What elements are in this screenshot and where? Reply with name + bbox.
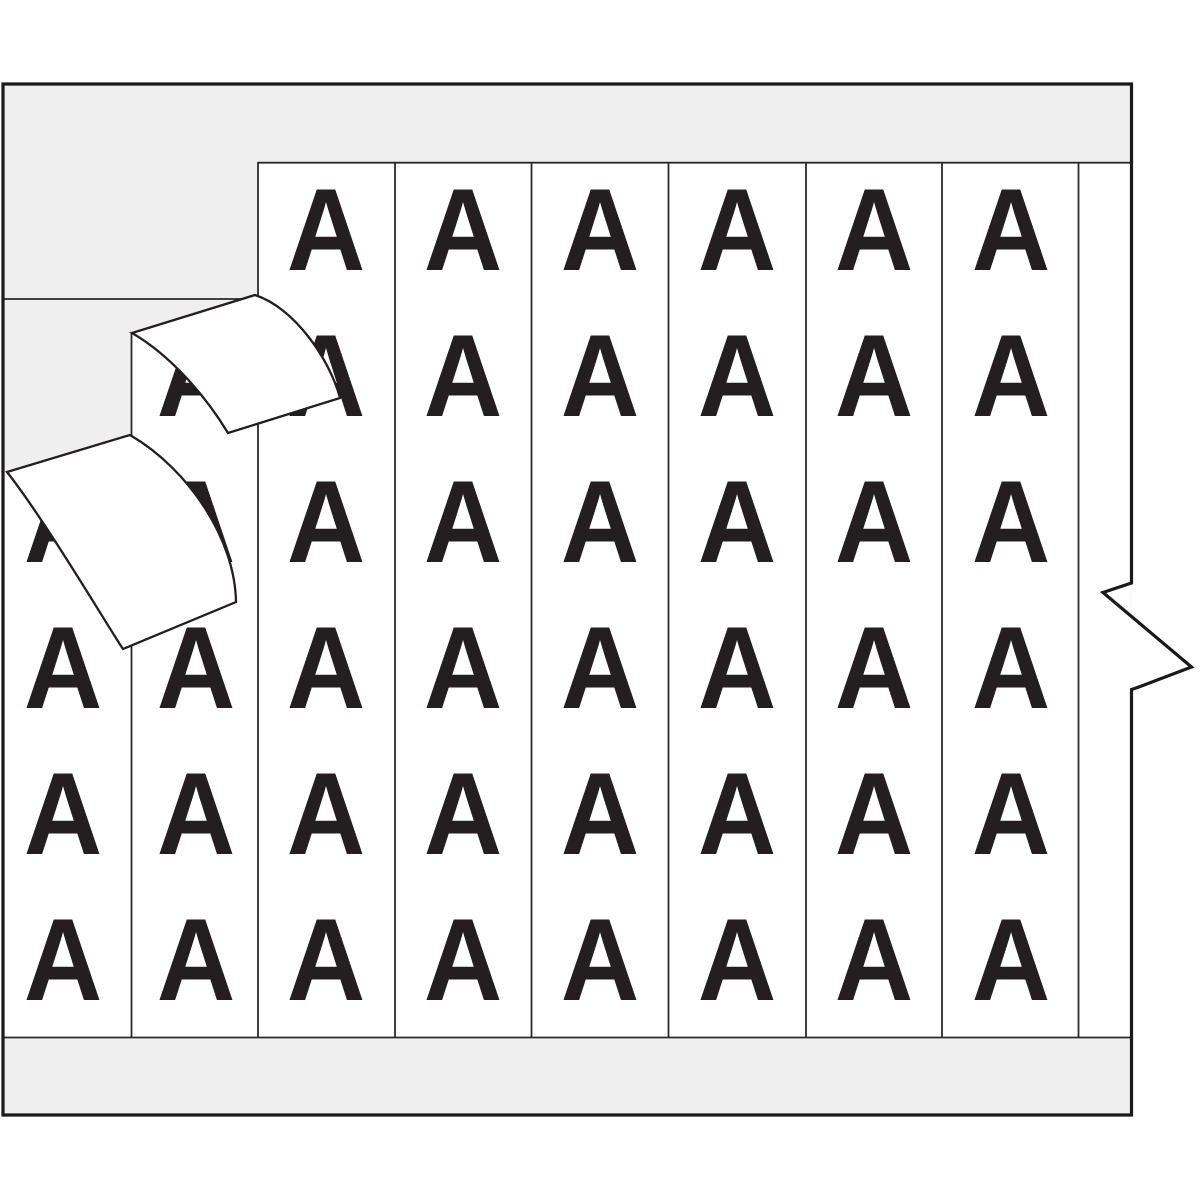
label-letter-c3-r6: A xyxy=(287,894,366,1024)
label-letter-c6-r3: A xyxy=(698,456,777,586)
label-letter-c8-r1: A xyxy=(972,164,1051,294)
label-letter-c7-r5: A xyxy=(835,748,914,878)
label-letter-c3-r1: A xyxy=(287,164,366,294)
label-letter-c4-r5: A xyxy=(424,748,503,878)
letter-grid: AAAAAAAAAAAAAAAAAAAAAAAAAAAAAAAAAAAAAAAA… xyxy=(24,164,1051,1024)
peeling-label-lower xyxy=(5,433,238,651)
label-letter-c4-r4: A xyxy=(424,602,503,732)
label-letter-c4-r1: A xyxy=(424,164,503,294)
label-letter-c5-r1: A xyxy=(561,164,640,294)
label-letter-c8-r5: A xyxy=(972,748,1051,878)
label-letter-c1-r6: A xyxy=(24,894,103,1024)
label-letter-c6-r1: A xyxy=(698,164,777,294)
label-letter-c7-r4: A xyxy=(835,602,914,732)
label-letter-c7-r2: A xyxy=(835,310,914,440)
peeling-label-upper xyxy=(129,293,342,435)
label-letter-c1-r4: A xyxy=(24,602,103,732)
label-letter-c3-r3: A xyxy=(287,456,366,586)
strip-divider-lines xyxy=(130,162,1080,1038)
label-letter-c6-r5: A xyxy=(698,748,777,878)
label-letter-c5-r5: A xyxy=(561,748,640,878)
label-letter-c5-r6: A xyxy=(561,894,640,1024)
label-letter-c5-r3: A xyxy=(561,456,640,586)
label-letter-c4-r2: A xyxy=(424,310,503,440)
label-letter-c3-r5: A xyxy=(287,748,366,878)
label-letter-c4-r3: A xyxy=(424,456,503,586)
label-letter-c7-r6: A xyxy=(835,894,914,1024)
label-letter-c6-r4: A xyxy=(698,602,777,732)
card-border xyxy=(1,82,1195,1117)
label-letter-c8-r2: A xyxy=(972,310,1051,440)
label-letter-c5-r4: A xyxy=(561,602,640,732)
label-letter-c4-r6: A xyxy=(424,894,503,1024)
label-letter-c5-r2: A xyxy=(561,310,640,440)
label-letter-c8-r3: A xyxy=(972,456,1051,586)
peeled-liner-area xyxy=(4,162,258,472)
label-letter-c7-r3: A xyxy=(835,456,914,586)
label-letter-c6-r6: A xyxy=(698,894,777,1024)
label-letter-c2-r6: A xyxy=(157,894,236,1024)
label-letter-c8-r4: A xyxy=(972,602,1051,732)
label-letter-c2-r5: A xyxy=(157,748,236,878)
label-letter-c3-r4: A xyxy=(287,602,366,732)
label-letter-c7-r1: A xyxy=(835,164,914,294)
label-letter-c6-r2: A xyxy=(698,310,777,440)
label-letter-c8-r6: A xyxy=(972,894,1051,1024)
label-letter-c1-r5: A xyxy=(24,748,103,878)
